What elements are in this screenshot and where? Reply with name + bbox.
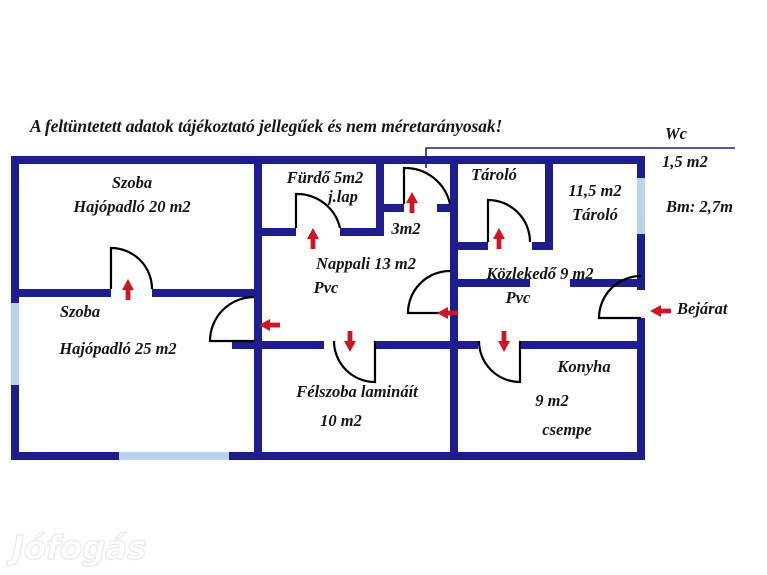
wc-callout-leader — [425, 147, 735, 168]
site-watermark: Jófogás — [11, 527, 147, 567]
annotation-ceiling-height: Bm: 2,7m — [666, 197, 733, 216]
room-label-furdo-line2: j.lap — [328, 187, 358, 206]
annotation-wc-area: 1,5 m2 — [662, 152, 708, 171]
annotation-wc-callout: Wc — [665, 124, 687, 143]
room-label-konyha-line1: Konyha — [557, 357, 611, 376]
plan-disclaimer: A feltüntetett adatok tájékoztató jelleg… — [30, 116, 503, 136]
room-label-szoba-25-line2: Hajópadló 25 m2 — [59, 339, 177, 358]
arrow-up-icon — [493, 228, 505, 249]
room-label-szoba-25-line1: Szoba — [59, 302, 101, 321]
door-swings — [109, 166, 642, 384]
arrow-down-icon — [344, 331, 356, 352]
room-label-nappali-line2: Pvc — [313, 278, 339, 297]
arrow-left-icon — [437, 307, 458, 319]
room-label-tarolo-big-line2: Tároló — [572, 205, 618, 224]
room-label-szoba-20-line2: Hajópadló 20 m2 — [73, 197, 191, 216]
arrow-up-icon — [307, 228, 319, 249]
room-label-kozlekedo-line1: Közlekedő 9 m2 — [486, 264, 594, 283]
room-label-felszoba-line2: 10 m2 — [320, 411, 362, 430]
arrow-left-icon — [650, 305, 671, 317]
room-label-felszoba-line1: Félszoba lamináít — [296, 382, 418, 401]
annotation-entrance: Bejárat — [677, 299, 728, 318]
room-label-tarolo-big-line1: 11,5 m2 — [568, 181, 622, 200]
room-label-nappali-line1: Nappali 13 m2 — [316, 254, 416, 273]
arrow-up-icon — [406, 192, 418, 213]
arrow-left-icon — [259, 319, 280, 331]
room-label-konyha-line3: csempe — [542, 420, 592, 439]
room-label-tarolo-small: Tároló — [471, 165, 517, 184]
interior-walls — [11, 156, 645, 460]
arrow-down-icon — [498, 331, 510, 352]
direction-arrows — [122, 192, 671, 352]
arrow-up-icon — [122, 279, 134, 300]
room-label-konyha-line2: 9 m2 — [535, 391, 569, 410]
room-label-furdo-line1: Fürdő 5m2 — [286, 168, 364, 187]
room-label-kozlekedo-line2: Pvc — [505, 288, 531, 307]
room-label-wc-3m2: 3m2 — [391, 219, 421, 238]
room-label-szoba-20-line1: Szoba — [111, 173, 153, 192]
exterior-walls — [11, 156, 645, 460]
